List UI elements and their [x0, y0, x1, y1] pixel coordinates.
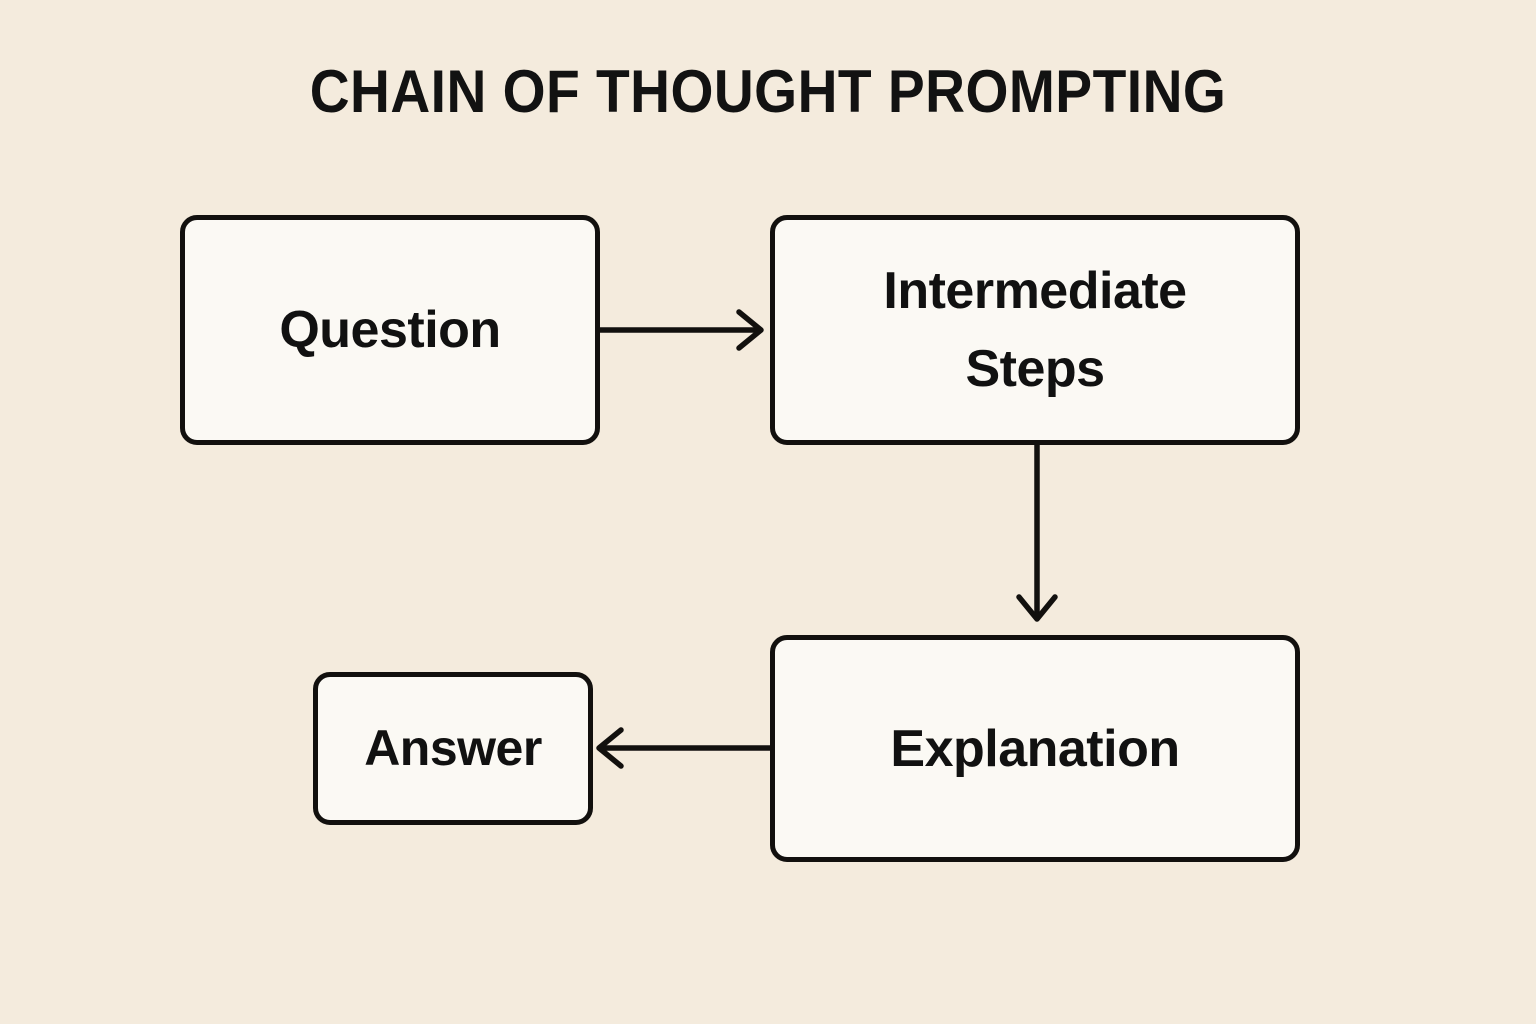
node-answer[interactable]: Answer — [313, 672, 593, 825]
node-explanation-label: Explanation — [890, 719, 1180, 778]
edge-explanation-to-answer — [596, 727, 773, 769]
edge-intermediate-to-explanation — [1016, 442, 1058, 622]
node-question-label: Question — [279, 301, 501, 359]
page-title: CHAIN OF THOUGHT PROMPTING — [309, 58, 1227, 125]
node-intermediate-steps[interactable]: Intermediate Steps — [770, 215, 1300, 445]
edge-question-to-intermediate — [597, 309, 764, 351]
node-explanation[interactable]: Explanation — [770, 635, 1300, 862]
node-intermediate-steps-label: Intermediate Steps — [883, 262, 1187, 398]
node-answer-label: Answer — [364, 720, 542, 776]
node-question[interactable]: Question — [180, 215, 600, 445]
